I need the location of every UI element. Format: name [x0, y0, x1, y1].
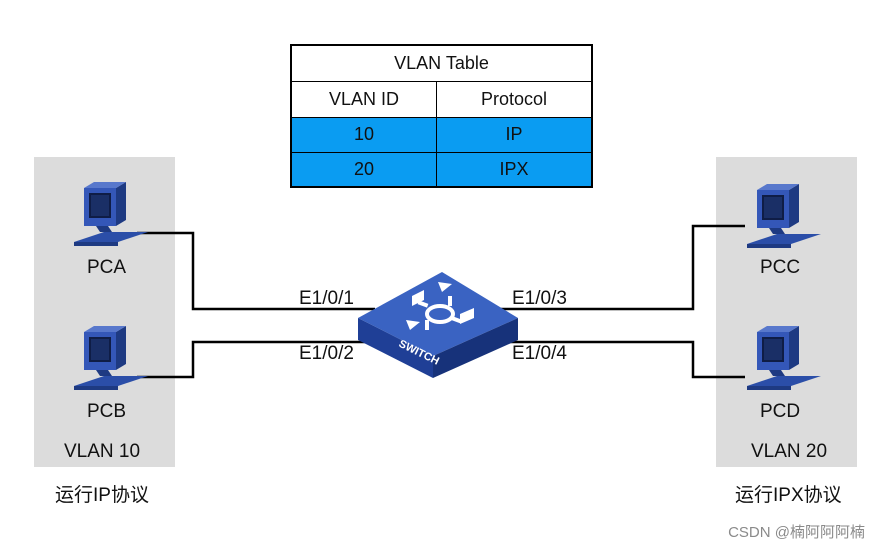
protocol-cell: IP	[436, 116, 593, 153]
link-pcc-switch	[500, 224, 745, 311]
watermark: CSDN @楠阿阿阿楠	[728, 524, 865, 541]
vlan-table: VLAN Table VLAN ID Protocol 10 IP 20 IPX	[290, 44, 593, 188]
port-e1-0-2-label: E1/0/2	[299, 343, 354, 364]
vlan20-label: VLAN 20	[751, 441, 828, 462]
pcb-computer-icon	[74, 326, 148, 390]
pca-label: PCA	[87, 257, 127, 278]
pcd-label: PCD	[760, 401, 801, 422]
vlan10-caption: 运行IP协议	[55, 485, 149, 506]
link-pcd-switch	[500, 340, 745, 379]
vlan10-label: VLAN 10	[64, 441, 141, 462]
link-pcb-switch	[137, 340, 375, 379]
pca-computer-icon	[74, 182, 148, 246]
protocol-cell: IPX	[436, 151, 593, 188]
pcc-label: PCC	[760, 257, 801, 278]
port-e1-0-3-label: E1/0/3	[512, 288, 567, 309]
pcd-computer-icon	[747, 326, 821, 390]
table-row: 20 IPX	[290, 151, 593, 188]
vlan20-caption: 运行IPX协议	[735, 485, 842, 506]
link-pca-switch	[137, 231, 375, 311]
vlan-id-cell: 10	[290, 116, 437, 153]
switch-icon: SWITCH	[358, 272, 518, 378]
port-e1-0-1-label: E1/0/1	[299, 288, 354, 309]
port-e1-0-4-label: E1/0/4	[512, 343, 567, 364]
pcb-label: PCB	[87, 401, 127, 422]
vlan-table-title: VLAN Table	[290, 44, 593, 82]
table-row: 10 IP	[290, 116, 593, 153]
pcc-computer-icon	[747, 184, 821, 248]
